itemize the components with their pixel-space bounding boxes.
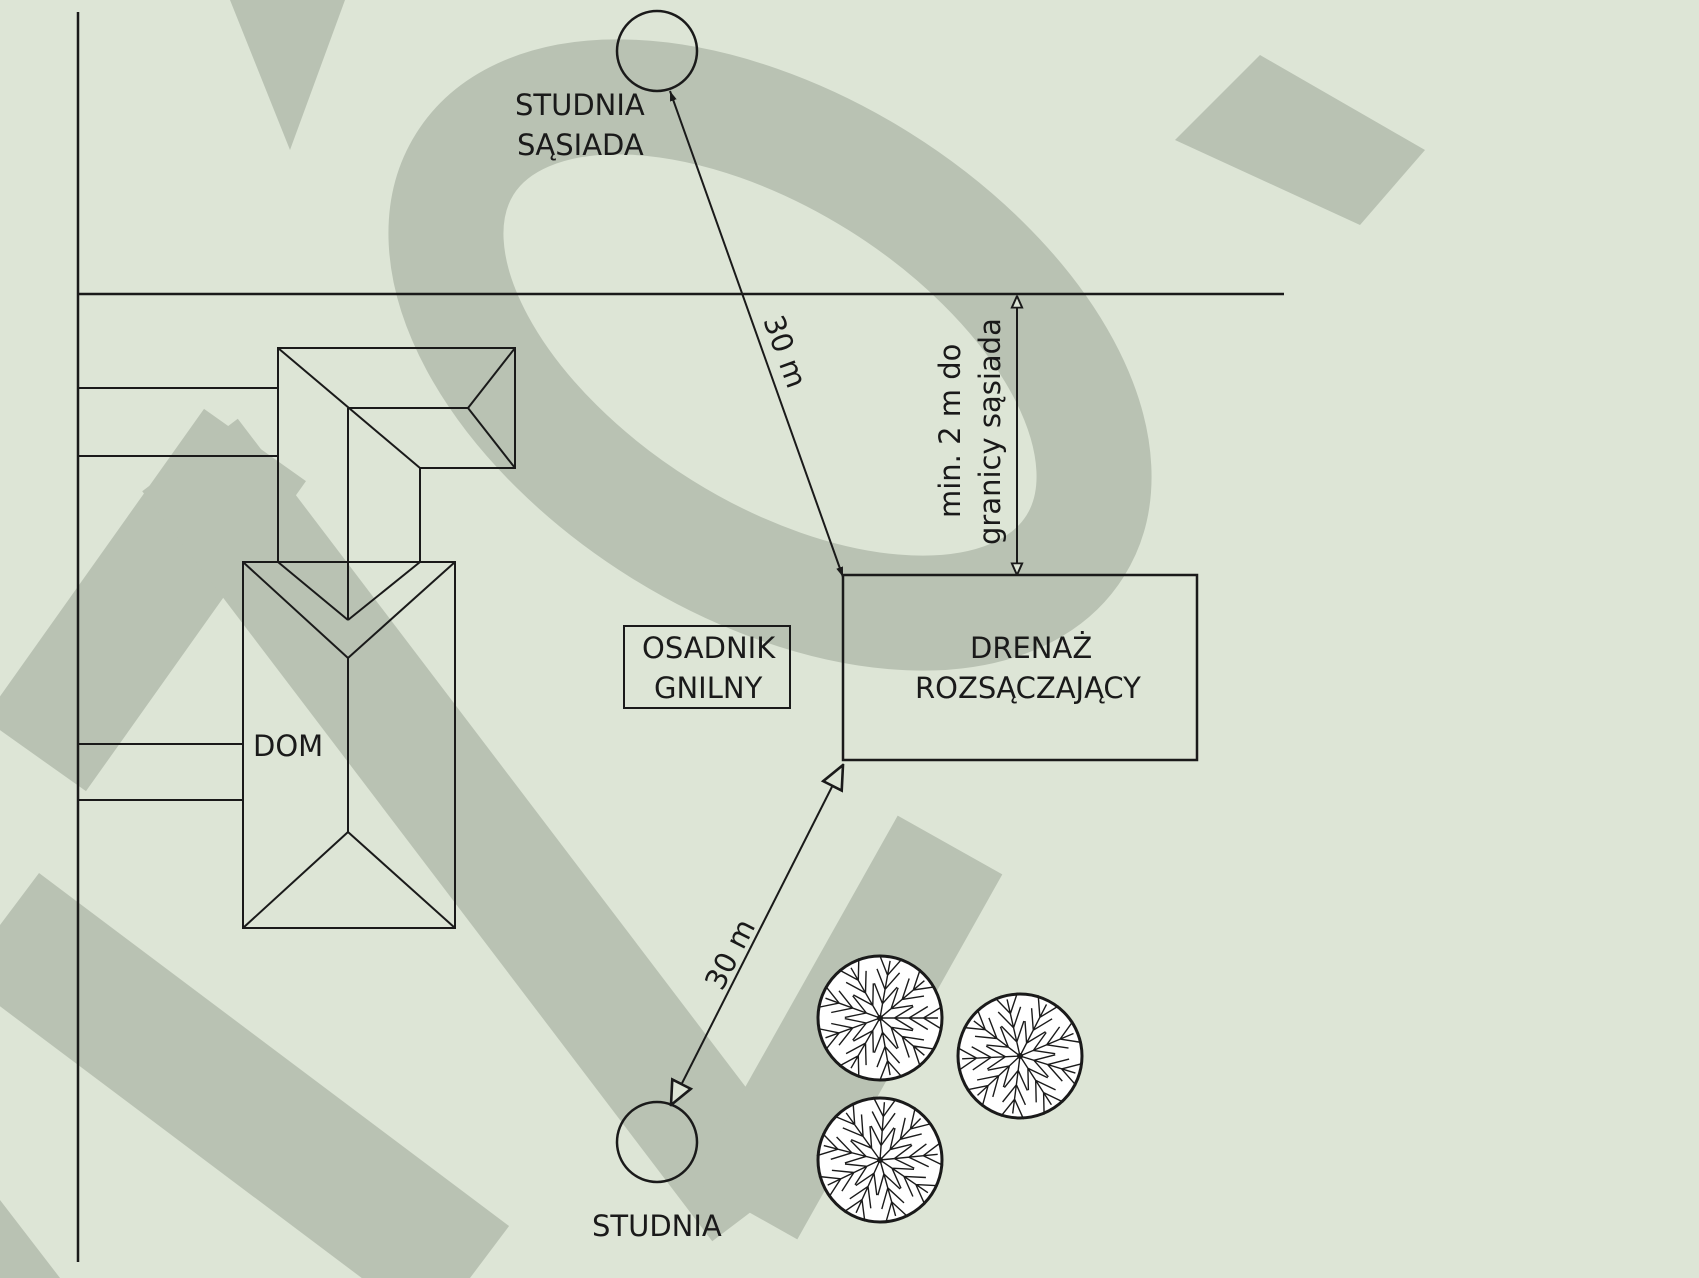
septic-tank-box	[623, 625, 791, 709]
watermark-ellipse	[388, 39, 1152, 671]
watermark-left-diagonal-lower	[0, 873, 510, 1278]
dimension-well-label: 30 m	[698, 913, 762, 995]
dimension-well-arrow	[671, 765, 843, 1105]
tree-icon	[816, 954, 944, 1082]
house-label: DOM	[253, 729, 323, 763]
neighbor-well-icon	[615, 9, 699, 93]
neighbor-well-label: STUDNIA SĄSIADA	[515, 88, 654, 162]
watermark-top-band	[1175, 55, 1425, 225]
dimension-border-label: min. 2 m do granicy sąsiada	[933, 318, 1007, 545]
tree-icon	[956, 992, 1084, 1120]
septic-tank-label: OSADNIK GNILNY	[642, 631, 784, 705]
trees-group	[816, 954, 1084, 1224]
watermark-v-left-arm	[142, 418, 808, 1242]
dimension-neighbor-well-arrow	[669, 90, 844, 578]
well-icon	[615, 1100, 699, 1184]
watermark-bottom-left-wedge	[0, 1200, 60, 1278]
well-label: STUDNIA	[592, 1209, 722, 1243]
dimension-neighbor-well-label: 30 m	[756, 311, 813, 393]
drainage-field-label: DRENAŻ ROZSĄCZAJĄCY	[915, 631, 1141, 705]
tree-icon	[816, 1096, 944, 1224]
watermark-top-flag	[230, 0, 345, 150]
house-roof	[242, 347, 516, 929]
